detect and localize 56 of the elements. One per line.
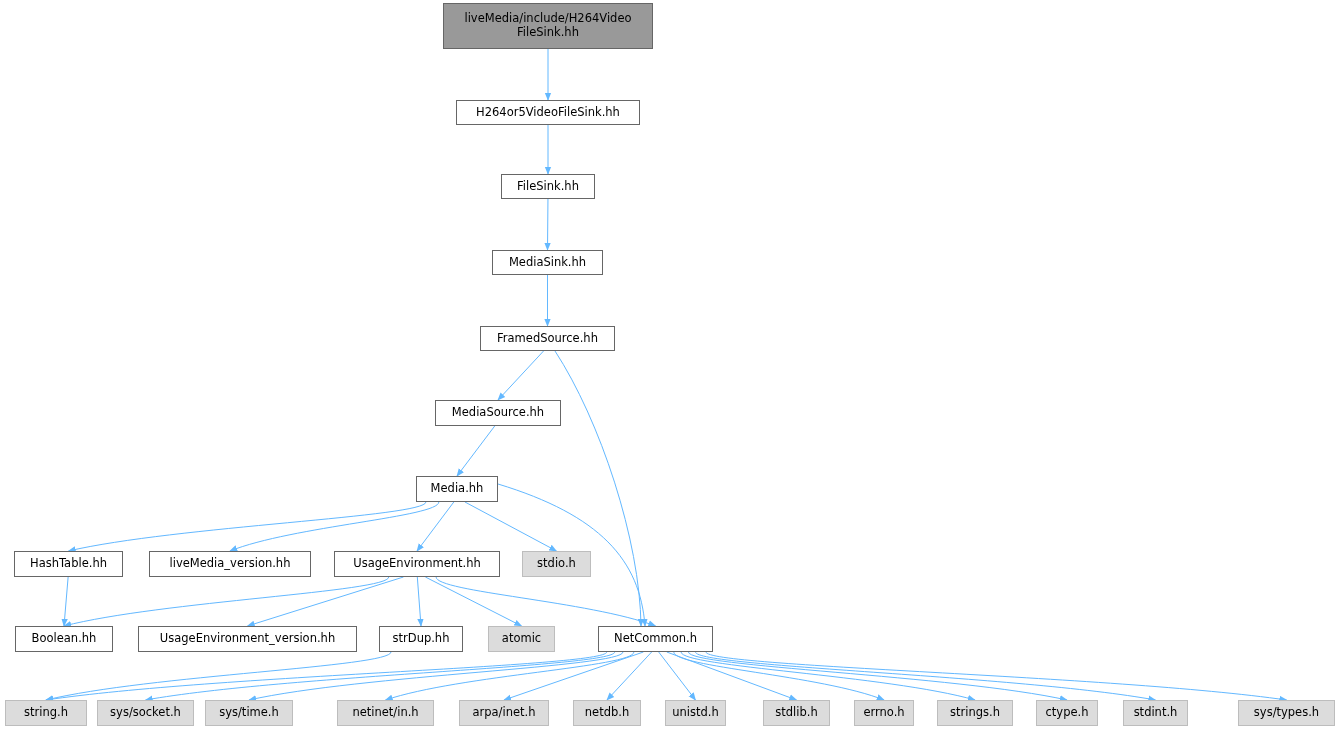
system-header-box: netinet/in.h <box>337 700 434 726</box>
include-arrow <box>464 501 558 552</box>
header-file-box: H264or5VideoFileSink.hh <box>456 100 640 125</box>
system-header-box: stdint.h <box>1123 700 1188 726</box>
include-arrow <box>554 350 644 627</box>
system-header-box: string.h <box>5 700 87 726</box>
include-arrow <box>673 651 885 701</box>
include-arrow <box>544 124 552 175</box>
system-header-box: unistd.h <box>665 700 726 726</box>
include-arrow <box>544 48 552 101</box>
system-header-box: stdio.h <box>522 551 591 577</box>
header-file-box: strDup.hh <box>379 626 463 652</box>
include-arrow <box>246 576 404 627</box>
include-arrow <box>687 651 1068 702</box>
system-header-box: ctype.h <box>1036 700 1098 726</box>
system-header-box: arpa/inet.h <box>459 700 549 726</box>
header-file-box: UsageEnvironment_version.hh <box>138 626 357 652</box>
header-file-box: HashTable.hh <box>14 551 123 577</box>
system-header-box: strings.h <box>937 700 1013 726</box>
include-arrow <box>61 576 69 627</box>
system-header-box: netdb.h <box>573 700 641 726</box>
system-header-box: sys/time.h <box>205 700 293 726</box>
header-file-box: Media.hh <box>416 476 498 502</box>
current-file-box: liveMedia/include/H264Video FileSink.hh <box>443 3 653 49</box>
include-arrow <box>384 651 635 702</box>
include-arrow <box>248 651 624 702</box>
system-header-box: stdlib.h <box>763 700 830 726</box>
include-arrow <box>63 576 390 628</box>
header-file-box: Boolean.hh <box>15 626 113 652</box>
include-arrow <box>416 501 455 552</box>
include-arrow <box>544 274 551 327</box>
header-file-box: UsageEnvironment.hh <box>334 551 500 577</box>
include-arrow <box>229 501 440 552</box>
include-arrow <box>424 576 523 627</box>
header-file-box: FileSink.hh <box>501 174 595 199</box>
header-file-box: MediaSource.hh <box>435 400 561 426</box>
include-arrow <box>497 483 648 627</box>
include-arrow <box>503 651 644 701</box>
system-header-box: errno.h <box>854 700 914 726</box>
include-arrow <box>67 501 427 553</box>
header-file-box: FramedSource.hh <box>480 326 615 351</box>
header-file-box: NetCommon.h <box>598 626 713 652</box>
include-arrow <box>416 576 424 627</box>
header-file-box: liveMedia_version.hh <box>149 551 311 577</box>
system-header-box: atomic <box>488 626 555 652</box>
include-arrow <box>544 198 551 251</box>
include-arrow <box>606 651 653 701</box>
system-header-box: sys/types.h <box>1238 700 1335 726</box>
include-arrow <box>456 425 496 477</box>
include-arrow <box>497 350 545 401</box>
include-arrow <box>658 651 696 701</box>
include-arrow <box>666 651 798 701</box>
header-file-box: MediaSink.hh <box>492 250 603 275</box>
include-arrow <box>435 576 657 627</box>
system-header-box: sys/socket.h <box>97 700 194 726</box>
include-arrow <box>680 651 976 702</box>
